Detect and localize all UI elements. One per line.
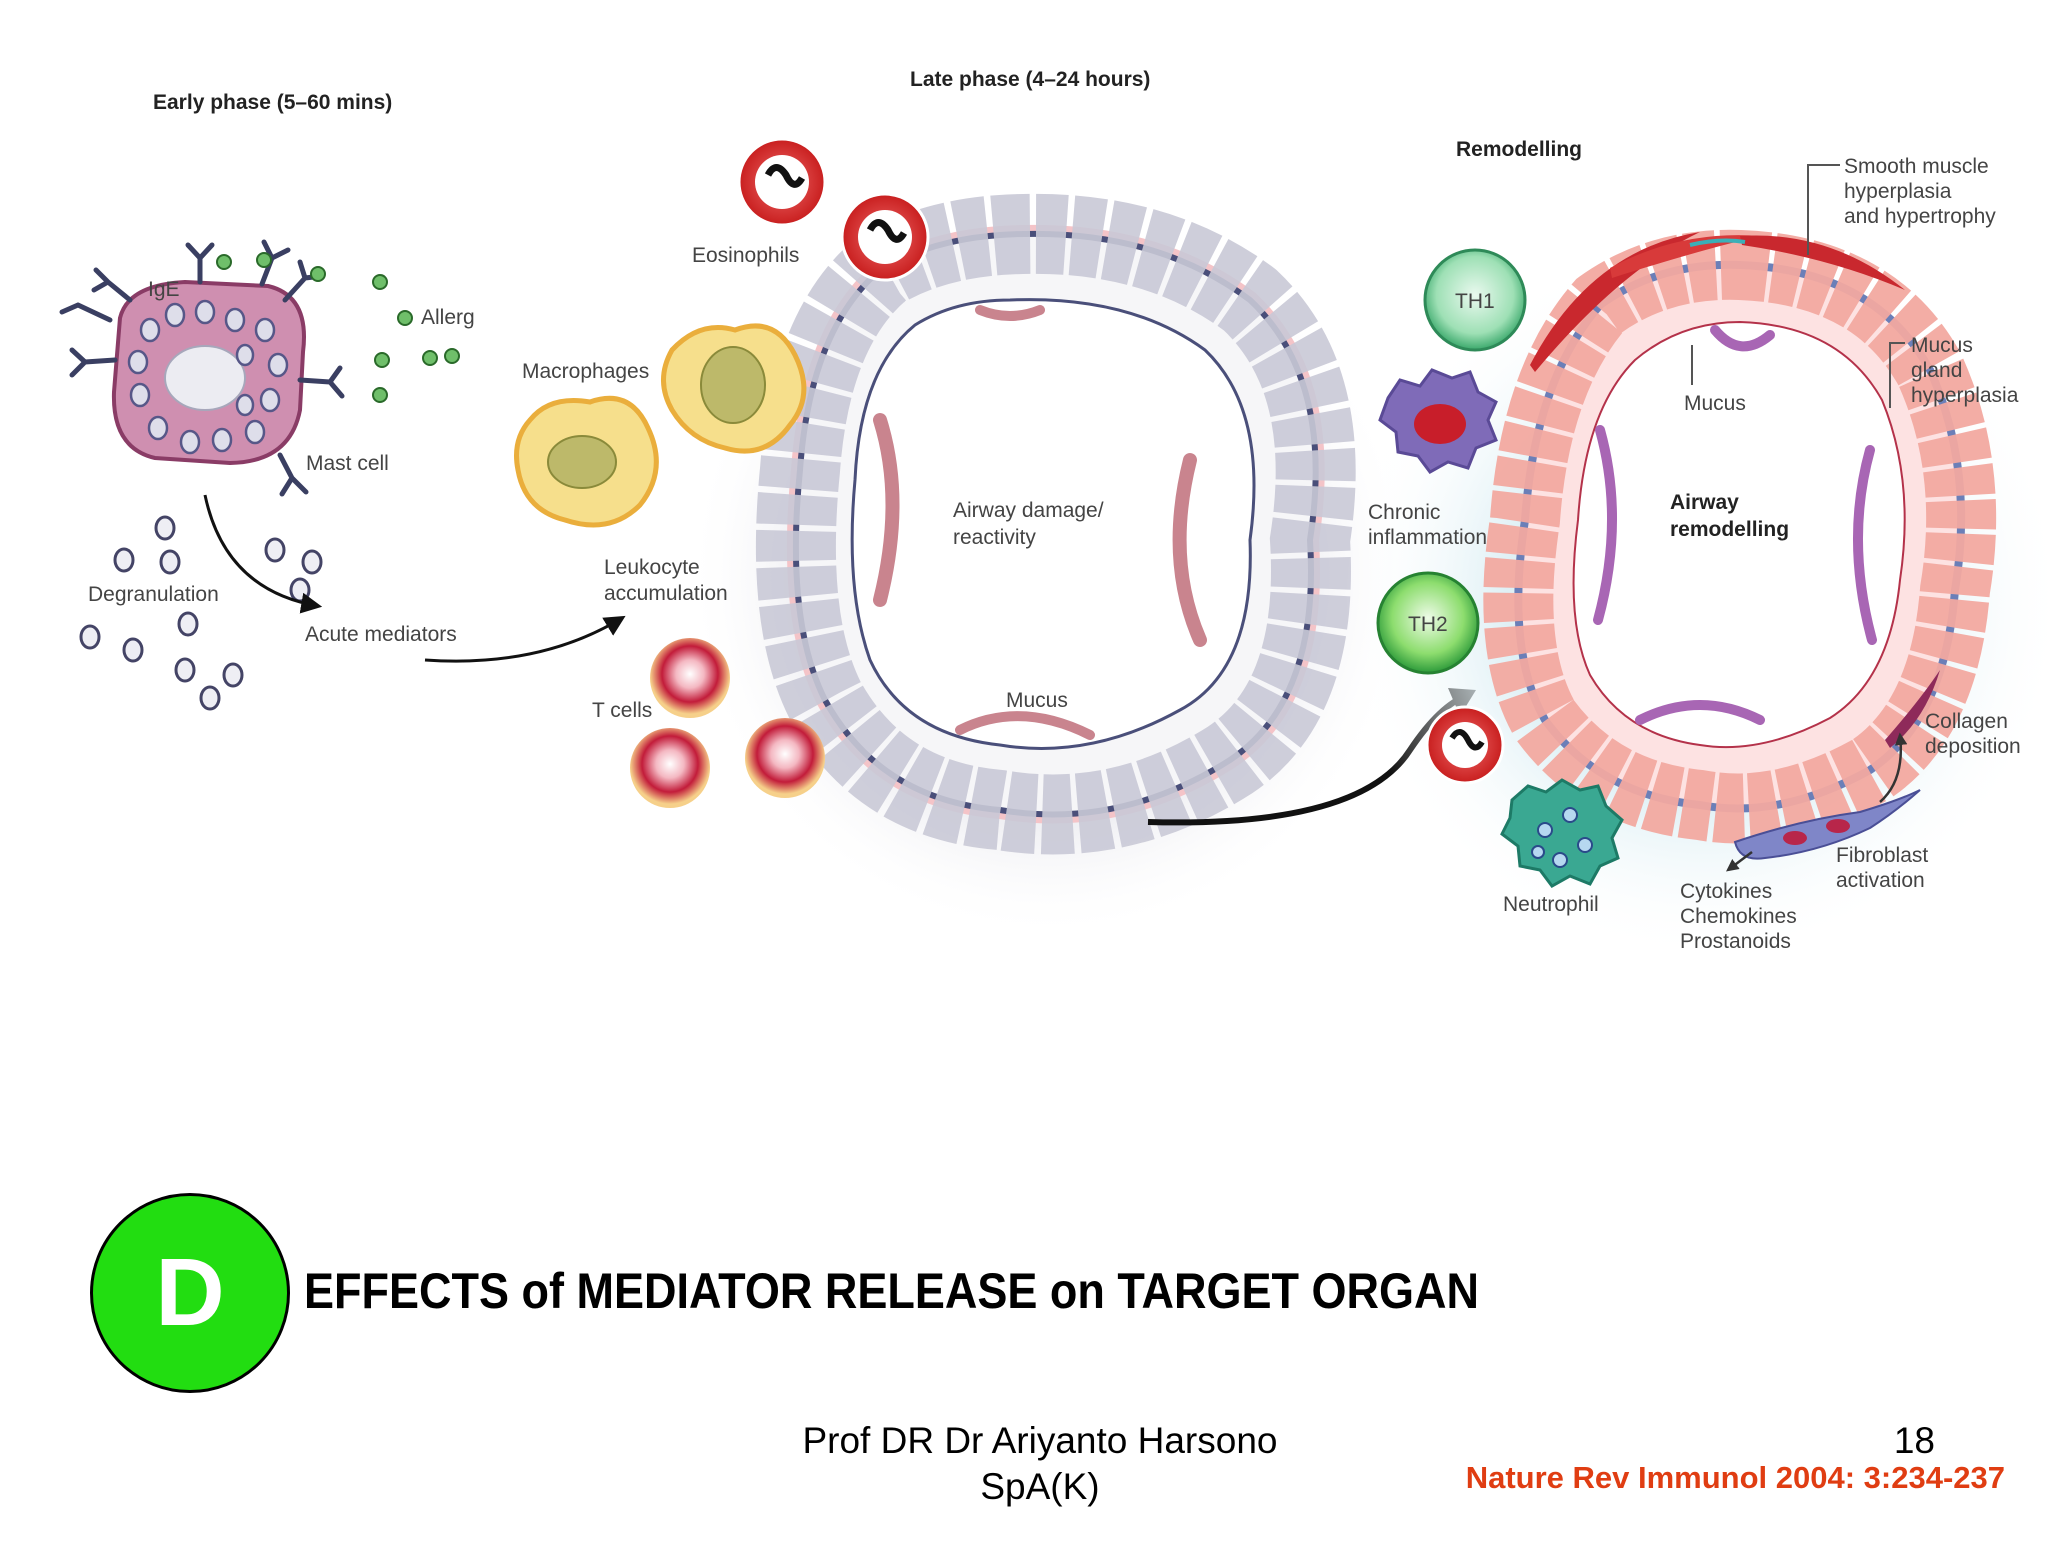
arrow-to-cytokines — [1726, 851, 1753, 872]
fibroblast-label-2: activation — [1836, 869, 1925, 892]
gland-label-3: hyperplasia — [1911, 384, 2019, 407]
remodelling-label: Remodelling — [1456, 138, 1582, 161]
collagen-label-2: deposition — [1925, 735, 2021, 758]
page-number: 18 — [1893, 1420, 1935, 1461]
arrow-to-leukocytes — [424, 615, 626, 663]
eosinophils — [737, 137, 930, 282]
airway-damage-label-2: reactivity — [953, 526, 1036, 549]
neutrophil-cell — [1500, 778, 1624, 888]
airway-remod-label-1: Airway — [1670, 491, 1739, 514]
mucus-remod-label: Mucus — [1684, 392, 1746, 415]
degranulation-label: Degranulation — [88, 583, 219, 606]
late-phase-label: Late phase (4–24 hours) — [910, 68, 1150, 91]
gland-label-1: Mucus — [1911, 334, 1973, 357]
cytokines-label: Cytokines — [1680, 880, 1772, 903]
th2-label: TH2 — [1408, 613, 1448, 636]
citation: Nature Rev Immunol 2004: 3:234-237 — [1465, 1460, 2005, 1495]
arrow-to-collagen — [1879, 732, 1908, 803]
author-line-1: Prof DR Dr Ariyanto Harsono — [802, 1420, 1278, 1461]
chronic-label-2: inflammation — [1368, 526, 1487, 549]
author: Prof DR Dr Ariyanto Harsono SpA(K) — [760, 1418, 1320, 1510]
remodelled-airway — [1483, 229, 1997, 844]
chronic-inflammation-cell — [1378, 368, 1498, 474]
prostanoids-label: Prostanoids — [1680, 930, 1791, 953]
chemokines-label: Chemokines — [1680, 905, 1797, 928]
leukocyte-label-1: Leukocyte — [604, 556, 700, 579]
airway-damage-label-1: Airway damage/ — [953, 499, 1104, 522]
leader-lines — [1691, 164, 1905, 408]
released-granules — [79, 515, 323, 711]
smooth-muscle-label-1: Smooth muscle — [1844, 155, 1989, 178]
mast-cell — [59, 239, 460, 497]
airway-remod-label-2: remodelling — [1670, 518, 1789, 541]
slide-title: EFFECTS of MEDIATOR RELEASE on TARGET OR… — [304, 1263, 1479, 1319]
title-row: D EFFECTS of MEDIATOR RELEASE on TARGET … — [84, 1190, 1684, 1405]
mast-cell-label: Mast cell — [306, 452, 389, 475]
gland-label-2: gland — [1911, 359, 1962, 382]
macrophages-label: Macrophages — [522, 360, 649, 383]
th1-label: TH1 — [1455, 290, 1495, 313]
acute-mediators-label: Acute mediators — [305, 623, 457, 646]
smooth-muscle-label-3: and hypertrophy — [1844, 205, 1996, 228]
eosinophils-label: Eosinophils — [692, 244, 799, 267]
ige-label: IgE — [148, 278, 180, 301]
author-line-2: SpA(K) — [980, 1466, 1100, 1507]
collagen-label-1: Collagen — [1925, 710, 2008, 733]
leukocyte-label-2: accumulation — [604, 582, 728, 605]
th2-cell — [1376, 571, 1480, 675]
arrow-to-mediators — [203, 494, 323, 614]
allergen-label: Allerg — [421, 306, 475, 329]
early-phase-label: Early phase (5–60 mins) — [153, 91, 392, 114]
macrophages — [514, 323, 807, 528]
late-airway — [755, 193, 1356, 855]
fibroblast-label-1: Fibroblast — [1836, 844, 1928, 867]
eosinophil-remod — [1425, 705, 1505, 785]
mucus-late-label: Mucus — [1006, 689, 1068, 712]
neutrophil-label: Neutrophil — [1503, 893, 1599, 916]
th1-cell — [1423, 248, 1527, 352]
chronic-label-1: Chronic — [1368, 501, 1440, 524]
t-cells-label: T cells — [592, 699, 652, 722]
smooth-muscle-label-2: hyperplasia — [1844, 180, 1952, 203]
section-badge: D — [90, 1193, 290, 1393]
t-cells — [630, 638, 825, 808]
fibroblast — [1733, 789, 1921, 860]
section-badge-letter: D — [155, 1239, 225, 1346]
